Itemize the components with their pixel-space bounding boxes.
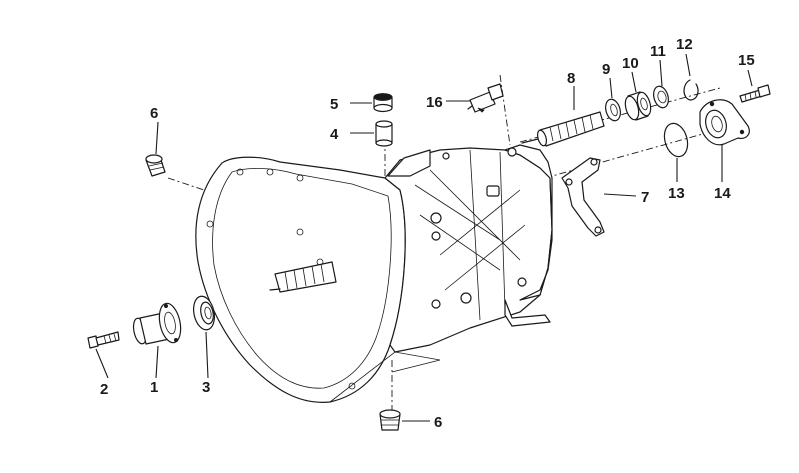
callout-15: 15	[738, 52, 755, 69]
callout-14: 14	[714, 185, 731, 202]
callout-9: 9	[602, 61, 610, 78]
part-6-plug-top	[145, 154, 166, 177]
callout-3: 3	[202, 379, 210, 396]
part-5-cap	[373, 93, 393, 113]
callout-4: 4	[330, 126, 339, 143]
part-6-plug-bottom	[379, 409, 401, 431]
part-10-bushing	[624, 91, 652, 121]
part-14-cover-flange	[699, 99, 750, 146]
callout-6-top: 6	[150, 105, 158, 122]
gearbox-housing	[195, 144, 553, 403]
part-9-ring	[605, 98, 621, 122]
callout-5: 5	[330, 96, 338, 113]
callout-8: 8	[567, 70, 575, 87]
leader-lines	[95, 53, 753, 422]
part-16-switch	[467, 83, 504, 113]
callout-7: 7	[641, 189, 649, 206]
callout-16: 16	[426, 94, 443, 111]
callout-10: 10	[622, 55, 639, 72]
callout-1: 1	[150, 379, 158, 396]
callout-labels: 1 2 3 4 5 6 6 7 8 9 10 11 12 13 14 15 16	[100, 36, 755, 431]
part-7-bracket	[561, 157, 605, 237]
part-2-bolt	[87, 331, 120, 349]
part-13-o-ring	[663, 122, 689, 158]
callout-11: 11	[650, 43, 666, 60]
part-15-bolt	[739, 84, 771, 103]
callout-13: 13	[668, 185, 685, 202]
part-8-shift-shaft-boot	[521, 111, 605, 147]
part-4-bushing	[375, 120, 393, 147]
part-1-guide-sleeve	[132, 302, 182, 345]
part-12-circlip	[683, 79, 699, 101]
callout-6-bottom: 6	[434, 414, 442, 431]
callout-12: 12	[676, 36, 693, 53]
callout-2: 2	[100, 381, 108, 398]
part-3-shaft-seal	[192, 295, 216, 331]
part-11-seal	[653, 85, 669, 109]
